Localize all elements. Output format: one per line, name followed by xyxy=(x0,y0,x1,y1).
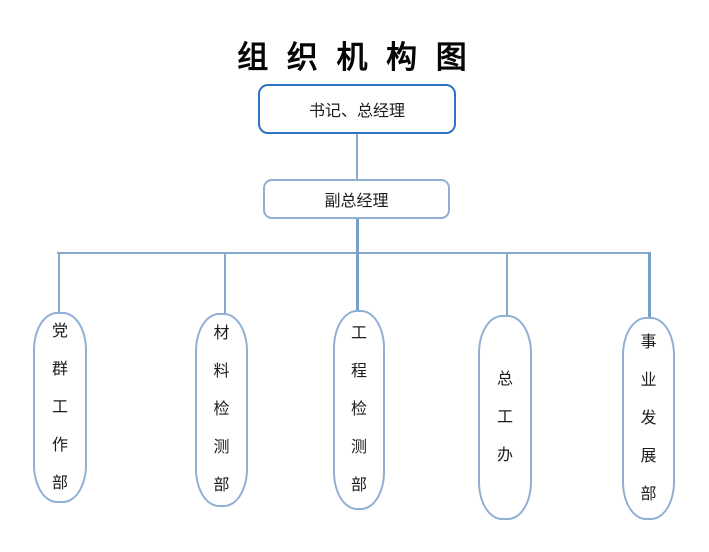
connector-drop-2 xyxy=(224,252,226,313)
dept-box-chief-engineer-office: 总工办 xyxy=(478,315,532,520)
dept-label: 工程检测部 xyxy=(350,325,367,494)
dept-box-engineering-testing: 工程检测部 xyxy=(333,310,385,510)
node-label: 书记、总经理 xyxy=(308,103,405,120)
dept-box-material-testing: 材料检测部 xyxy=(195,313,248,507)
dept-label: 材料检测部 xyxy=(213,325,230,494)
node-deputy-general-manager: 副总经理 xyxy=(263,179,450,219)
connector-drop-4 xyxy=(506,252,508,315)
connector-drop-1 xyxy=(58,252,60,312)
node-secretary-general-manager: 书记、总经理 xyxy=(258,84,456,134)
dept-box-party-mass-work: 党群工作部 xyxy=(33,312,87,503)
node-label: 副总经理 xyxy=(324,193,389,210)
connector-top-to-middle xyxy=(356,134,358,179)
connector-drop-5 xyxy=(648,252,651,317)
connector-middle-to-rail xyxy=(356,219,359,254)
dept-box-business-development: 事业发展部 xyxy=(622,317,675,520)
connector-drop-3 xyxy=(356,252,359,310)
chart-title: 组 织 机 构 图 xyxy=(237,40,472,75)
connector-rail xyxy=(57,252,651,254)
dept-label: 总工办 xyxy=(496,370,513,464)
dept-label: 事业发展部 xyxy=(640,333,657,503)
dept-label: 党群工作部 xyxy=(51,322,68,492)
